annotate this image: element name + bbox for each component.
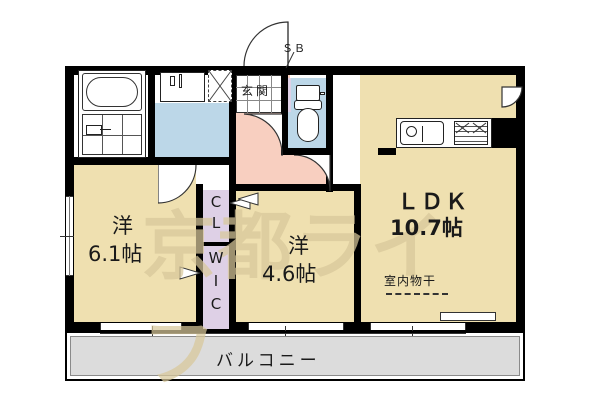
bedroom-right-door-marker (238, 192, 259, 206)
door-washroom-swing (243, 113, 283, 157)
entrance-door-swing (243, 21, 289, 67)
label-wic-line-1: W (208, 249, 224, 267)
gas-stove-icon (454, 121, 488, 145)
sink-faucet-icon (422, 126, 423, 142)
label-shoe-box: ＳＢ (282, 42, 306, 55)
door-bedroom-right-swing (293, 155, 331, 192)
wall-closet-right (229, 184, 236, 329)
wall-hall-left (229, 66, 236, 192)
room-ldk (360, 75, 516, 322)
window-bottom-bedroom-left (100, 323, 182, 330)
label-cl-line-2: L (211, 214, 221, 232)
label-bedroom-right-name: 洋 (288, 234, 310, 258)
washstand-tap-2-icon (179, 74, 182, 88)
label-balcony: バルコニー (216, 351, 321, 371)
wic-door-marker (179, 266, 200, 280)
dimension-tick-1 (152, 326, 153, 340)
genkan-tile-grid (236, 75, 284, 113)
shower-faucet-icon (86, 125, 102, 135)
washing-machine-cross-icon (208, 70, 232, 102)
wall-cl-wic-divider (203, 242, 229, 246)
indoor-dryer-bar-icon (386, 293, 448, 295)
wall-bedroom-right-right (354, 184, 361, 329)
label-cl-line-1: C (210, 193, 222, 211)
wall-toilet-right (326, 66, 333, 192)
wall-toilet-bottom (281, 148, 333, 155)
wall-ldk-left-upper (333, 66, 360, 73)
washstand-icon (160, 72, 205, 102)
wall-toilet-left (281, 66, 288, 154)
bathtub-inner-icon (86, 77, 138, 107)
label-wic-line-3: C (210, 295, 222, 313)
exterior-wall-top (65, 66, 525, 75)
label-bedroom-right-size: 4.6帖 (262, 262, 317, 286)
wall-bath-right (148, 66, 155, 164)
service-door-swing (501, 86, 523, 108)
dimension-tick-3 (412, 326, 413, 340)
wall-kitchen-stub (378, 148, 396, 155)
wall-closet-left (196, 184, 203, 329)
label-indoor-dryer: 室内物干 (384, 274, 437, 288)
wall-washroom-bottom (74, 157, 233, 165)
label-genkan: 玄関 (241, 84, 272, 98)
room-bedroom-right (236, 185, 360, 322)
window-bottom-bedroom-right (248, 323, 344, 330)
balcony-outer-frame (65, 331, 525, 381)
window-bottom-ldk (370, 323, 466, 330)
dimension-tick-left (60, 236, 74, 237)
closet-wic (203, 246, 229, 329)
label-bedroom-left-name: 洋 (112, 214, 134, 238)
label-bedroom-left-size: 6.1帖 (88, 242, 143, 266)
watermark: 京都ライフ (142, 204, 446, 397)
wall-bedroom-left-top (155, 157, 233, 165)
washroom-floor (155, 103, 233, 158)
stove-burners-icon (455, 122, 487, 134)
sink-drain-icon (406, 126, 417, 137)
label-wic-line-2: I (213, 272, 219, 290)
toilet-tank-icon (296, 85, 320, 101)
shoe-box-leader-line (285, 52, 295, 69)
dimension-line-bottom (100, 333, 466, 334)
label-ldk-size: 10.7帖 (390, 216, 463, 240)
shower-arm-icon (100, 129, 111, 130)
washstand-tap-1-icon (170, 76, 175, 86)
label-ldk-name: ＬＤＫ (397, 190, 470, 215)
door-bedroom-left-swing (158, 165, 197, 204)
wall-kitchen-right-stub (492, 118, 516, 148)
window-ldk-sill-icon (440, 312, 496, 321)
wall-hall-bottom (229, 184, 360, 191)
balcony-area (70, 336, 520, 376)
toilet-bowl-icon (297, 108, 319, 142)
exterior-wall-right (516, 66, 525, 331)
toilet-lever-icon (320, 92, 325, 95)
closet-cl (203, 190, 229, 242)
dimension-tick-2 (285, 326, 286, 340)
